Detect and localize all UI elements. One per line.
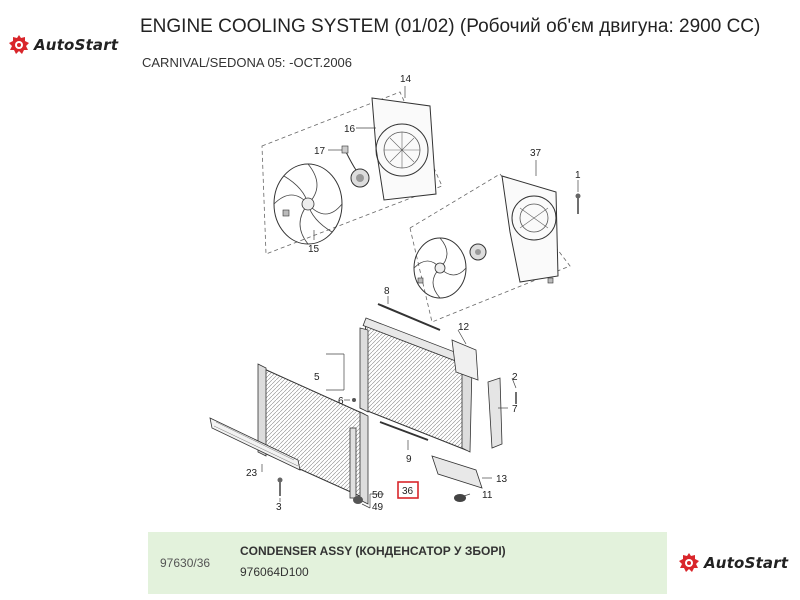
radiator (359, 303, 517, 502)
callout-label: 23 (246, 468, 258, 479)
logo-text: AutoStart (704, 554, 789, 572)
part-code: 97630/36 (160, 556, 211, 570)
callout-label: 1 (575, 170, 581, 181)
logo-text: AutoStart (34, 36, 119, 54)
callout-label: 16 (344, 124, 356, 135)
page-subtitle: CARNIVAL/SEDONA 05: -OCT.2006 (142, 55, 353, 70)
callout-label: 17 (314, 146, 326, 157)
fan-shroud-group-2 (409, 173, 581, 323)
callout-label: 8 (384, 286, 390, 297)
part-name: CONDENSER ASSY (КОНДЕНСАТОР У ЗБОРІ) (240, 544, 506, 558)
gear-icon (9, 35, 29, 54)
callout-labels: 14 16 17 15 37 1 8 12 5 6 2 7 9 23 13 50… (246, 74, 581, 513)
callout-label: 5 (314, 372, 320, 383)
callout-label: 7 (512, 404, 518, 415)
part-number: 976064D100 (240, 565, 309, 579)
autostart-logo[interactable]: AutoStart (8, 34, 118, 56)
fan-shroud-group-1 (261, 91, 443, 255)
autostart-logo-footer[interactable]: AutoStart (678, 552, 788, 574)
callout-label: 3 (276, 502, 282, 513)
callout-label: 14 (400, 74, 412, 85)
callout-label: 6 (338, 396, 344, 407)
callout-label: 9 (406, 454, 412, 465)
callout-label: 15 (308, 244, 320, 255)
callout-label: 49 (372, 502, 384, 513)
callout-label: 11 (482, 490, 493, 501)
part-info-panel[interactable]: 97630/36 CONDENSER ASSY (КОНДЕНСАТОР У З… (148, 532, 667, 594)
condenser (257, 363, 369, 505)
callout-highlight-box[interactable] (397, 481, 419, 499)
callout-label: 50 (372, 490, 384, 501)
parts-diagram: 14 16 17 15 37 1 8 12 5 6 2 7 9 23 13 50… (209, 74, 581, 513)
callout-label: 13 (496, 474, 508, 485)
gear-icon (679, 553, 699, 572)
callout-label: 37 (530, 148, 542, 159)
page-title: ENGINE COOLING SYSTEM (01/02) (Робочий о… (140, 16, 761, 37)
air-guard (209, 417, 301, 496)
callout-label: 12 (458, 322, 470, 333)
callout-label-highlighted: 36 (402, 486, 414, 497)
callout-label: 2 (512, 372, 518, 383)
